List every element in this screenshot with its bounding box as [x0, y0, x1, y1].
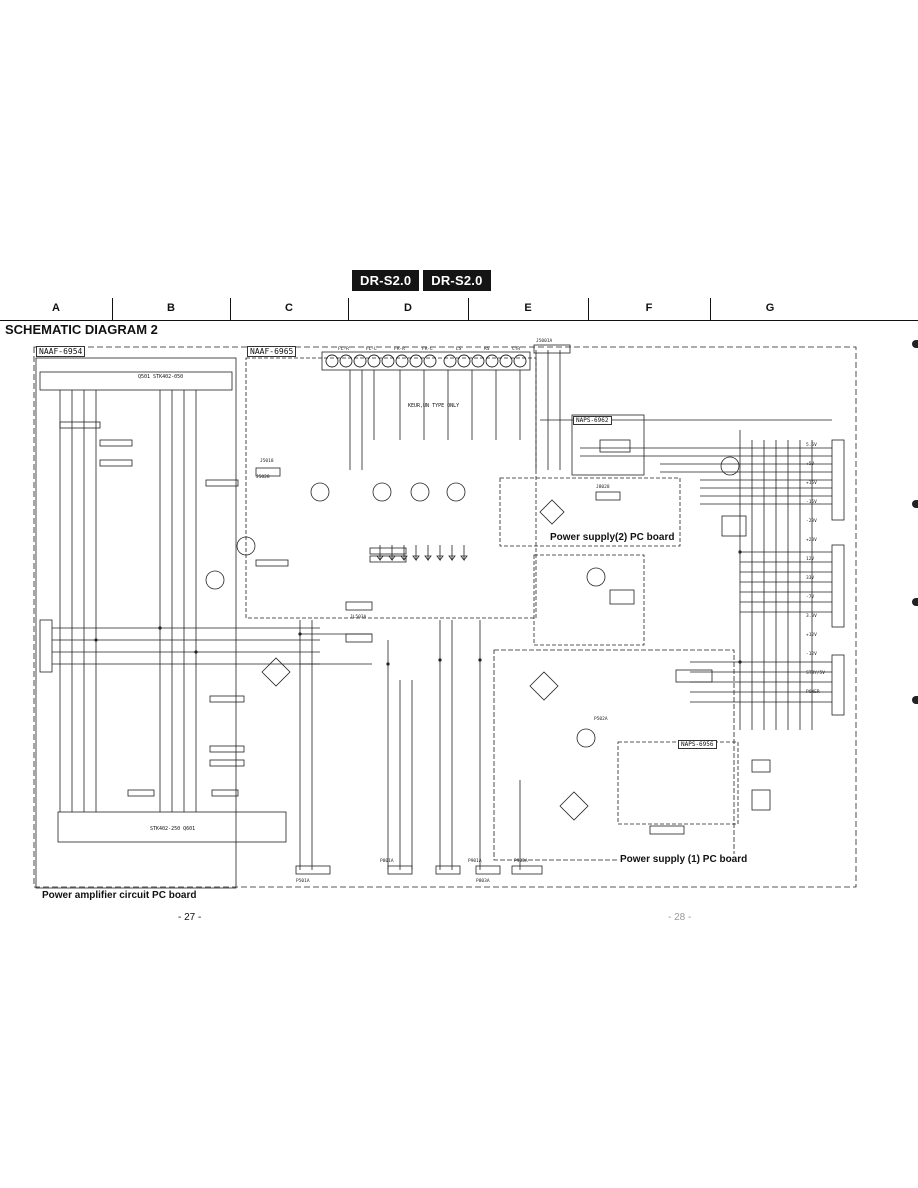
voltage-label: POWER [806, 689, 820, 695]
left-input-connector [39, 619, 53, 673]
model-tabs: DR-S2.0 DR-S2.0 [352, 270, 491, 291]
voltage-label: -23V [806, 518, 817, 524]
speaker-terminal-label: FL-R [338, 346, 349, 352]
speaker-terminal-label: FR-L [422, 346, 433, 352]
psu2-ic-frame [571, 414, 645, 476]
right-connector-3 [831, 654, 845, 716]
grid-col-e: E [468, 298, 589, 320]
bottom-connectors [255, 344, 685, 875]
voltage-label: +15V [806, 480, 817, 486]
connector-label: J5001A [536, 338, 553, 344]
left-board-frame [35, 357, 237, 889]
transistor-q902 [720, 456, 740, 476]
connector-label: JL503A [350, 614, 367, 620]
page-number-right: - 28 - [668, 912, 692, 923]
model-tab-2: DR-S2.0 [423, 270, 491, 291]
voltage-label: -15V [806, 499, 817, 505]
punch-mark-1 [912, 340, 918, 348]
punch-mark-3 [912, 598, 918, 606]
type-note: KEUR,UN TYPE ONLY [408, 403, 460, 409]
speaker-terminal-label: CTR [512, 346, 520, 352]
speaker-terminal-block [321, 351, 531, 371]
left-board-name: NAAF-6954 [36, 346, 86, 357]
connector-label: J5018 [260, 458, 274, 464]
voltage-label: +23V [806, 537, 817, 543]
page-number-left: - 27 - [178, 912, 202, 923]
psu1-board-label: Power supply (1) PC board [618, 854, 750, 865]
connector-label: P801A [380, 858, 394, 864]
grid-col-g: G [765, 302, 775, 314]
voltage-label: STBY/5V [806, 670, 825, 676]
voltage-label: -12V [806, 651, 817, 657]
junction-dots [94, 550, 742, 666]
diagram-title: SCHEMATIC DIAGRAM 2 [5, 322, 158, 337]
center-board-name: NAAF-6965 [247, 346, 297, 357]
voltage-label: +5V [806, 461, 814, 467]
transistor-q502 [372, 482, 392, 502]
voltage-label: 3.3V [806, 613, 817, 619]
speaker-terminal-label: FL-L [366, 346, 377, 352]
speaker-terminal-label: LS [456, 346, 462, 352]
punch-mark-2 [912, 500, 918, 508]
psu1-outer-frame [493, 649, 735, 861]
transistor-q501 [310, 482, 330, 502]
voltage-label: 5.6V [806, 442, 817, 448]
grid-col-b: B [112, 298, 231, 320]
punch-mark-4 [912, 696, 918, 704]
psu1-frame [617, 741, 739, 825]
transistor-q503 [410, 482, 430, 502]
connector-label: P803A [476, 878, 490, 884]
voltage-label: -7V [806, 594, 814, 600]
transistor-q651 [205, 570, 225, 590]
bridge-rectifier-4 [559, 791, 589, 821]
right-connector-1 [831, 439, 845, 521]
voltage-label: 12V [806, 556, 814, 562]
connector-label: P901A [468, 858, 482, 864]
top-ic-label: Q501 STK402-050 [138, 374, 184, 380]
grid-col-a: A [0, 298, 113, 320]
psu2-rectifier-frame [499, 477, 681, 547]
board-boundary [33, 346, 857, 888]
voltage-label: +12V [806, 632, 817, 638]
speaker-terminal-label: RS [484, 346, 490, 352]
center-board-frame [245, 357, 537, 619]
connector-label: P501A [296, 878, 310, 884]
speaker-terminal-circles [325, 354, 527, 368]
bridge-rectifier-2 [529, 671, 559, 701]
transistor-q652 [236, 536, 256, 556]
top-ic-block [39, 371, 233, 391]
connector-label: J5028 [256, 474, 270, 480]
grid-col-c: C [230, 298, 349, 320]
bottom-ic-label: STK402-250 Q601 [150, 826, 196, 832]
model-tab-1: DR-S2.0 [352, 270, 420, 291]
speaker-terminal-label: FR-R [394, 346, 405, 352]
psu2-board-name: NAPS-6962 [573, 416, 612, 425]
grid-col-d: D [348, 298, 469, 320]
power-amp-board-label: Power amplifier circuit PC board [40, 890, 199, 901]
bridge-rectifier-1 [261, 657, 291, 687]
grid-col-f: F [588, 298, 711, 320]
transistor-q823 [586, 567, 606, 587]
psu1-board-name: NAPS-6956 [678, 740, 717, 749]
right-connector-2 [831, 544, 845, 628]
connector-label: P903A [514, 858, 528, 864]
psu2-lower-frame [533, 554, 645, 646]
psu2-board-label: Power supply(2) PC board [548, 532, 677, 543]
voltage-label: 33V [806, 575, 814, 581]
connector-label: P502A [594, 716, 608, 722]
grid-reference-row: A B C D E F G [0, 298, 918, 321]
bridge-rectifier-3 [539, 499, 565, 525]
transistor-q504 [446, 482, 466, 502]
transistor-q824 [576, 728, 596, 748]
connector-label: J8028 [596, 484, 610, 490]
